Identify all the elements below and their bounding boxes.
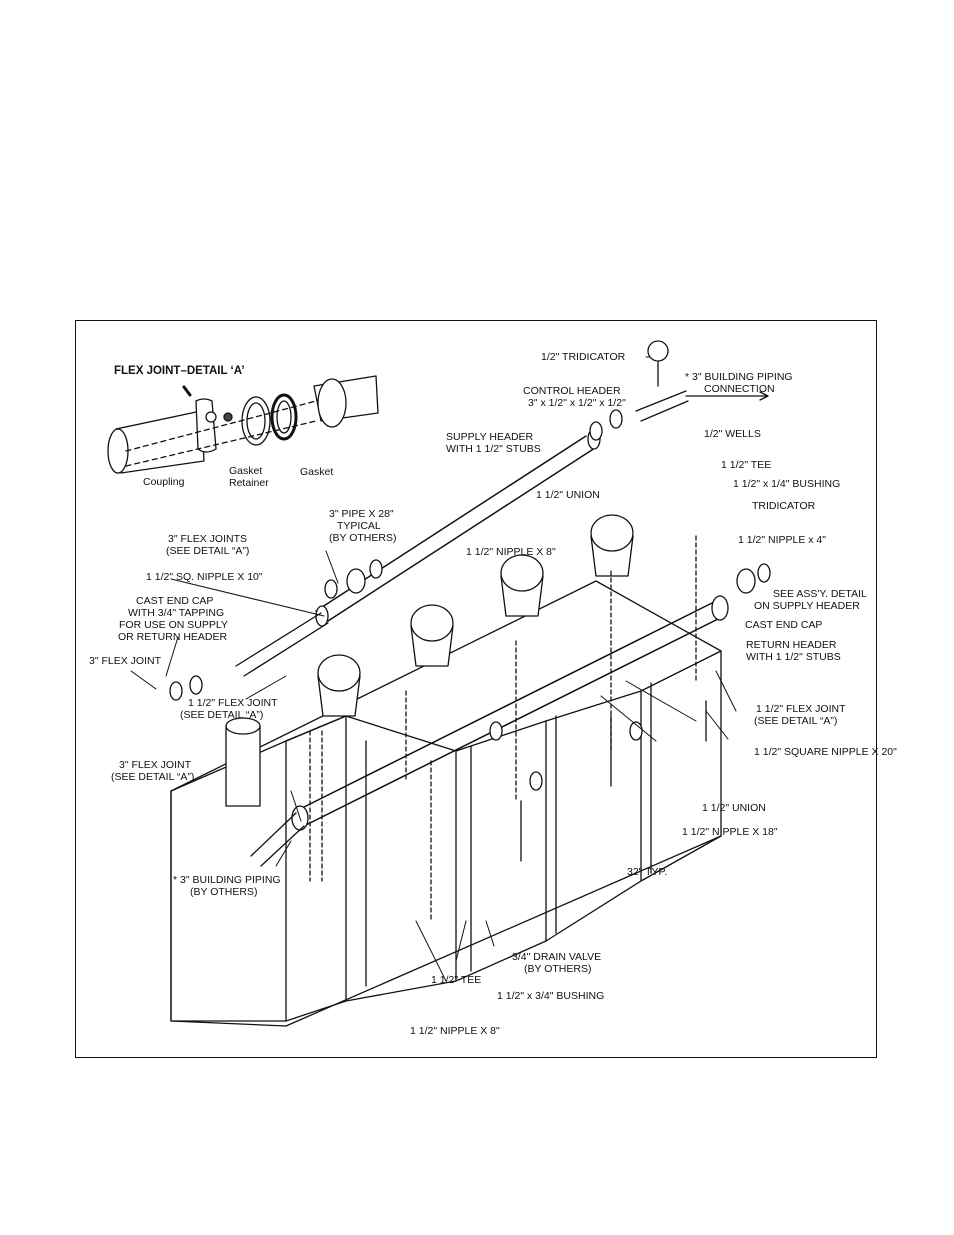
flex-joints-label-line2: (SEE DETAIL “A”)	[166, 545, 250, 557]
nipple-8-top-label: 1 1/2" NIPPLE X 8"	[466, 546, 556, 558]
union-top-label: 1 1/2" UNION	[536, 489, 600, 501]
gasket-retainer-label-line1: Gasket	[229, 465, 263, 477]
drain-valve-label-line2: (BY OTHERS)	[524, 963, 592, 975]
control-header-label-line1: CONTROL HEADER	[523, 385, 621, 397]
leader-lines	[130, 356, 737, 982]
cast-end-cap-label-line4: OR RETURN HEADER	[118, 631, 228, 643]
union-bottom-label: 1 1/2" UNION	[702, 802, 766, 814]
return-header-label-line1: RETURN HEADER	[746, 639, 837, 651]
nipple-18-label: 1 1/2" NIPPLE X 18"	[682, 826, 778, 838]
sq-nipple-20-label: 1 1/2" SQUARE NIPPLE X 20"	[754, 746, 897, 758]
flex-joints-label-line1: 3" FLEX JOINTS	[168, 533, 247, 545]
flex-joint-detail-title: FLEX JOINT–DETAIL ‘A’	[114, 365, 245, 377]
return-header	[250, 595, 729, 867]
flex-joint-detail-drawing	[107, 375, 379, 474]
flex-joint-15-right-label-line2: (SEE DETAIL “A”)	[754, 715, 838, 727]
bushing-bottom-label: 1 1/2" x 3/4" BUSHING	[497, 990, 605, 1002]
sq-nipple-10-label: 1 1/2" SQ. NIPPLE X 10"	[146, 571, 263, 583]
flue-collars	[225, 514, 634, 807]
control-header-label-line2: 3" x 1/2" x 1/2" x 1/2"	[528, 397, 626, 409]
boiler-piping-drawing	[107, 340, 771, 1027]
diagram-frame: FLEX JOINT–DETAIL ‘A’ Coupling Gasket Re…	[75, 320, 897, 1058]
wells-label: 1/2" WELLS	[704, 428, 761, 440]
cast-end-cap-label-line3: FOR USE ON SUPPLY	[119, 619, 228, 631]
boiler-sections	[170, 580, 722, 1027]
flex-joint-15-left-label-line1: 1 1/2" FLEX JOINT	[188, 697, 278, 709]
building-piping-label-line2: (BY OTHERS)	[190, 886, 258, 898]
see-assembly-label-line1: SEE ASS'Y. DETAIL	[773, 588, 867, 600]
pipe-28-label-line1: 3" PIPE X 28"	[329, 508, 394, 520]
tee-bottom-label: 1 1/2" TEE	[431, 974, 482, 986]
supply-header-label-line2: WITH 1 1/2" STUBS	[446, 443, 541, 455]
flex-joint-3-mid-label-line1: 3" FLEX JOINT	[119, 759, 191, 771]
return-header-label-line2: WITH 1 1/2" STUBS	[746, 651, 841, 663]
control-header	[635, 340, 769, 422]
supply-header-label-line1: SUPPLY HEADER	[446, 431, 534, 443]
flex-joint-3-left-label: 3" FLEX JOINT	[89, 655, 161, 667]
bushing-top-label: 1 1/2" x 1/4" BUSHING	[733, 478, 841, 490]
building-connection-label-line2: CONNECTION	[704, 383, 775, 395]
typ-32-label: 32" TYP.	[627, 866, 668, 878]
nipple-4-label: 1 1/2" NIPPLE x 4"	[738, 534, 826, 546]
flex-joint-3-mid-label-line2: (SEE DETAIL “A”)	[111, 771, 195, 783]
tee-top-label: 1 1/2" TEE	[721, 459, 772, 471]
tridicator-right-label: TRIDICATOR	[752, 500, 816, 512]
coupling-label: Coupling	[143, 476, 185, 488]
cast-end-cap-label-line1: CAST END CAP	[136, 595, 214, 607]
see-assembly-label-line2: ON SUPPLY HEADER	[754, 600, 860, 612]
nipple-stacks	[309, 535, 707, 922]
cast-end-cap-right-label: CAST END CAP	[745, 619, 823, 631]
flex-joint-15-right-label-line1: 1 1/2" FLEX JOINT	[756, 703, 846, 715]
flex-joint-15-left-label-line2: (SEE DETAIL “A”)	[180, 709, 264, 721]
building-piping-label-line1: * 3" BUILDING PIPING	[173, 874, 281, 886]
pipe-28-label-line2: TYPICAL	[337, 520, 381, 532]
gasket-label: Gasket	[300, 466, 334, 478]
drain-valve-label-line1: 3/4" DRAIN VALVE	[512, 951, 602, 963]
fittings	[169, 409, 771, 791]
building-connection-label-line1: * 3" BUILDING PIPING	[685, 371, 793, 383]
nipple-8-bottom-label: 1 1/2" NIPPLE X 8"	[410, 1025, 500, 1037]
gasket-retainer-label-line2: Retainer	[229, 477, 269, 489]
pipe-28-label-line3: (BY OTHERS)	[329, 532, 397, 544]
cast-end-cap-label-line2: WITH 3/4" TAPPING	[128, 607, 225, 619]
tridicator-top-label: 1/2" TRIDICATOR	[541, 351, 626, 363]
